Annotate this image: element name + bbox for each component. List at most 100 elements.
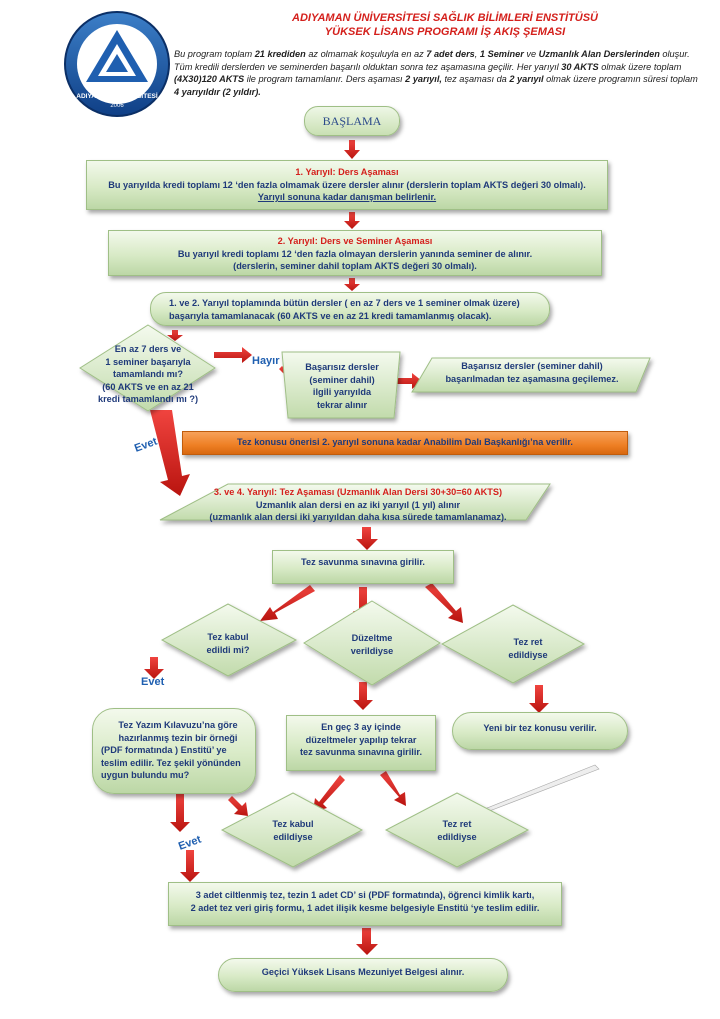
arrow-guide-evet bbox=[170, 794, 190, 832]
intro-run: 7 adet ders bbox=[426, 49, 475, 59]
label-no: Hayır bbox=[252, 355, 280, 367]
arrow-accept-evet bbox=[144, 657, 164, 679]
arrow-submit-end bbox=[356, 928, 378, 955]
no-thesis-line: Başarısız dersler (seminer dahil) bbox=[461, 361, 603, 371]
decision1-line: 1 seminer başarıyla bbox=[105, 356, 191, 367]
step3-line2: başarıyla tamamlanacak (60 AKTS ve en az… bbox=[169, 310, 492, 321]
arrow-step4-defense bbox=[356, 527, 378, 550]
arrow-start-step1 bbox=[344, 140, 360, 159]
repeat-line: Başarısız dersler bbox=[305, 362, 379, 372]
step2-line2: (derslerin, seminer dahil toplam AKTS de… bbox=[233, 261, 477, 271]
decision1-line: En az 7 ders ve bbox=[114, 344, 182, 354]
intro-run: ile program tamamlanır. Ders aşaması bbox=[244, 74, 406, 85]
intro-run: , bbox=[474, 49, 480, 59]
step1-line2: Yarıyıl sonuna kadar danışman belirlenir… bbox=[257, 192, 437, 202]
guide-box: Tez Yazım Kılavuzu’na göre hazırlanmış t… bbox=[92, 708, 256, 794]
decision1-line: (60 AKTS ve en az 21 bbox=[102, 381, 194, 392]
intro-run: tez aşaması da bbox=[441, 74, 510, 85]
correction-line: verildiyse bbox=[350, 645, 394, 656]
guide-line: Tez Yazım Kılavuzu’na göre bbox=[118, 720, 238, 730]
guide-line: uygun bulundu mu? bbox=[101, 770, 190, 780]
label-yes-2: Evet bbox=[141, 676, 165, 688]
step3-box: 1. ve 2. Yarıyıl toplamında bütün dersle… bbox=[150, 292, 550, 326]
intro-run: olmak üzere programın süresi toplam bbox=[543, 74, 698, 85]
step4-text: 3. ve 4. Yarıyıl: Tez Aşaması (Uzmanlık … bbox=[170, 486, 546, 524]
arrow-correction-left bbox=[313, 775, 345, 812]
step1-box: 1. Yarıyıl: Ders Aşaması Bu yarıyılda kr… bbox=[86, 160, 608, 210]
intro-run: Bu program toplam bbox=[174, 49, 255, 59]
rejected2-line: Tez ret bbox=[442, 819, 472, 829]
intro-run: 1 Seminer bbox=[479, 49, 524, 59]
arrow-newtopic-back bbox=[464, 764, 600, 822]
submit-box: 3 adet ciltlenmiş tez, tezin 1 adet CD’ … bbox=[168, 882, 562, 926]
decision1-line: kredi tamamlandı mı ?) bbox=[97, 394, 199, 404]
repeat-line: ilgili yarıyılda bbox=[312, 387, 372, 397]
arrow-reject-newtopic bbox=[529, 685, 549, 713]
rejected2-text: Tez ret edildiyse bbox=[409, 818, 505, 843]
step1-title: 1. Yarıyıl: Ders Aşaması bbox=[295, 167, 399, 177]
step1-line1: Bu yarıyılda kredi toplamı 12 ‘den fazla… bbox=[108, 179, 586, 190]
step4-line2: (uzmanlık alan dersi iki yarıyıldan daha… bbox=[209, 512, 507, 522]
correction-box-line: düzeltmeler yapılıp tekrar bbox=[305, 734, 417, 745]
intro-paragraph: Bu program toplam 21 krediden az olmamak… bbox=[174, 48, 704, 98]
correction-box-line: En geç 3 ay içinde bbox=[321, 722, 401, 732]
page-subtitle: YÜKSEK LİSANS PROGRAMI İŞ AKIŞ ŞEMASI bbox=[324, 26, 566, 38]
rejected2-line: edildiyse bbox=[437, 831, 477, 842]
intro-run: (4X30)120 AKTS bbox=[174, 74, 245, 85]
arrow-step1-step2 bbox=[344, 212, 360, 229]
intro-run: olmak üzere toplam bbox=[598, 61, 682, 72]
rejected-line: Tez ret bbox=[513, 637, 543, 647]
accepted2-text: Tez kabul edildiyse bbox=[245, 818, 341, 843]
accepted2-line: Tez kabul bbox=[272, 819, 314, 829]
arrow-step3-decision1 bbox=[167, 330, 183, 341]
intro-run: oluşur. Tüm kredili derslerden ve semine… bbox=[174, 49, 690, 72]
correction-line: Düzeltme bbox=[351, 633, 393, 643]
start-node: BAŞLAMA bbox=[304, 106, 400, 136]
guide-line: teslim edilir. Tez şekil yönünden bbox=[101, 757, 241, 768]
decision1-text: En az 7 ders ve 1 seminer başarıyla tama… bbox=[70, 343, 226, 406]
repeat-box-text: Başarısız dersler (seminer dahil) ilgili… bbox=[290, 361, 394, 411]
repeat-line: tekrar alınır bbox=[316, 399, 368, 410]
page-title: ADIYAMAN ÜNİVERSİTESİ SAĞLIK BİLİMLERİ E… bbox=[292, 12, 598, 24]
rejected-text: Tez ret edildiyse bbox=[478, 636, 578, 661]
step2-box: 2. Yarıyıl: Ders ve Seminer Aşaması Bu y… bbox=[108, 230, 602, 276]
arrow-accept2-guide bbox=[228, 796, 248, 816]
submit-line1: 3 adet ciltlenmiş tez, tezin 1 adet CD’ … bbox=[195, 890, 535, 900]
no-thesis-line: başarılmadan tez aşamasına geçilemez. bbox=[445, 373, 619, 384]
university-logo: ADIYAMAN ÜNİVERSİTESİ 2006 bbox=[64, 11, 170, 117]
step2-line1: Bu yarıyıl kredi toplamı 12 ‘den fazla o… bbox=[177, 248, 533, 259]
no-thesis-text: Başarısız dersler (seminer dahil) başarı… bbox=[420, 360, 644, 385]
step4-title: 3. ve 4. Yarıyıl: Tez Aşaması (Uzmanlık … bbox=[213, 487, 503, 497]
defense-box: Tez savunma sınavına girilir. bbox=[272, 550, 454, 584]
guide-line: hazırlanmış tezin bir örneği bbox=[118, 732, 238, 743]
submit-line2: 2 adet tez veri giriş formu, 1 adet iliş… bbox=[190, 902, 540, 913]
logo-text-top: ADIYAMAN ÜNİVERSİTESİ bbox=[76, 91, 158, 100]
accepted-line: Tez kabul bbox=[207, 632, 249, 642]
accepted-text: Tez kabul edildi mi? bbox=[180, 631, 276, 656]
correction-box: En geç 3 ay içinde düzeltmeler yapılıp t… bbox=[286, 715, 436, 771]
intro-run: ve bbox=[523, 49, 539, 59]
intro-run: az olmamak koşuluyla en az bbox=[305, 49, 427, 59]
step4-line1: Uzmanlık alan dersi en az iki yarıyıl (1… bbox=[255, 499, 461, 510]
intro-run: 2 yarıyıl bbox=[509, 74, 544, 85]
end-node: Geçici Yüksek Lisans Mezuniyet Belgesi a… bbox=[218, 958, 508, 992]
intro-run: Uzmanlık Alan Derslerinden bbox=[538, 49, 660, 59]
thesis-topic-bar: Tez konusu önerisi 2. yarıyıl sonuna kad… bbox=[182, 431, 628, 455]
new-topic-box: Yeni bir tez konusu verilir. bbox=[452, 712, 628, 750]
arrow-correction-right bbox=[380, 771, 406, 806]
repeat-line: (seminer dahil) bbox=[309, 374, 375, 385]
intro-run: 2 yarıyıl, bbox=[405, 74, 442, 85]
accepted2-line: edildiyse bbox=[273, 831, 313, 842]
step3-line1: 1. ve 2. Yarıyıl toplamında bütün dersle… bbox=[169, 298, 520, 308]
label-yes: Evet bbox=[133, 435, 159, 454]
arrow-correction-box bbox=[353, 682, 373, 710]
arrow-defense-accept bbox=[260, 585, 315, 621]
intro-run: 21 krediden bbox=[254, 49, 306, 59]
arrow-defense-reject bbox=[425, 583, 463, 623]
correction-text: Düzeltme verildiyse bbox=[322, 632, 422, 657]
arrow-defense-correction bbox=[353, 587, 373, 622]
accepted-line: edildi mi? bbox=[206, 644, 250, 655]
correction-box-line: tez savunma sınavına girilir. bbox=[299, 747, 423, 757]
guide-line: (PDF formatında ) Enstitü’ ye bbox=[101, 745, 227, 755]
intro-run: 30 AKTS bbox=[561, 61, 599, 72]
